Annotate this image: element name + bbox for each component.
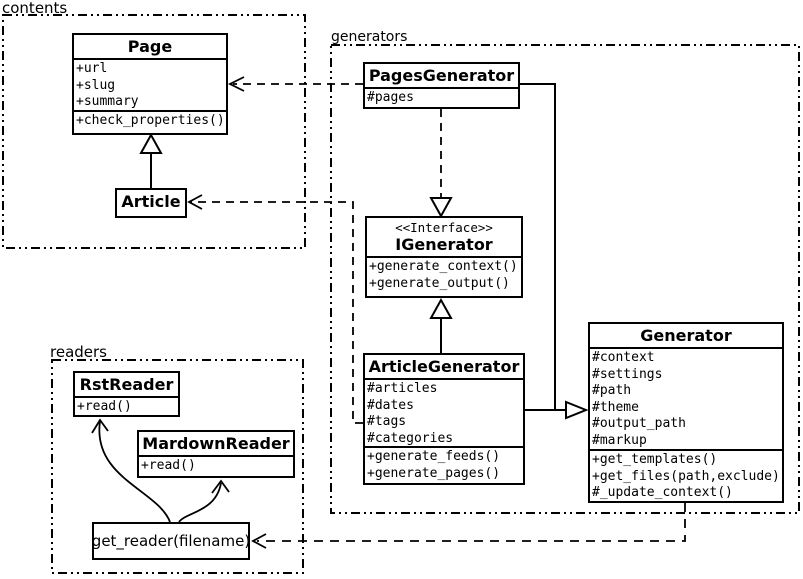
method-row: +generate_feeds() (367, 449, 501, 464)
method-row: +generate_context() (369, 259, 518, 274)
method-row: +check_properties() (76, 113, 225, 128)
class-page-attributes: +url +slug +summary (74, 60, 226, 110)
class-page-title: Page (74, 35, 226, 60)
attribute-row: #settings (592, 366, 663, 382)
method-row: +get_templates() (592, 452, 718, 467)
package-contents-border (2, 14, 306, 249)
class-rstreader-methods: +read() (75, 398, 178, 415)
dependency-generator-to-getreader (257, 503, 686, 542)
class-igenerator: <<Interface>> IGenerator +generate_conte… (365, 216, 523, 298)
class-page-methods: +check_properties() (74, 110, 226, 133)
attribute-row: +summary (76, 94, 139, 109)
class-igenerator-title: <<Interface>> IGenerator (367, 218, 521, 258)
attribute-row: #pages (367, 90, 414, 105)
class-generator-title: Generator (590, 324, 782, 349)
generalization-pagesgenerator-to-generator (520, 83, 566, 411)
attribute-row: #context (592, 350, 655, 365)
class-articlegenerator-title: ArticleGenerator (365, 355, 523, 380)
method-row: #_update_context() (592, 485, 733, 500)
class-markdownreader-title: MardownReader (139, 432, 293, 457)
interface-stereotype: <<Interface>> (395, 220, 493, 235)
attribute-row: #path (592, 383, 632, 398)
class-generator-attributes: #context #settings #path #theme #output_… (590, 349, 782, 449)
attribute-row: #markup (592, 432, 647, 448)
attribute-row: #tags (367, 414, 407, 429)
function-get-reader: get_reader(filename) (92, 522, 250, 560)
class-igenerator-methods: +generate_context() +generate_output() (367, 258, 521, 296)
class-article-title: Article (121, 192, 181, 211)
package-readers-border (51, 359, 304, 574)
attribute-row: #theme (592, 399, 639, 415)
class-markdownreader: MardownReader +read() (137, 430, 295, 478)
class-pagesgenerator: PagesGenerator #pages (363, 62, 520, 109)
package-generators-border (330, 44, 800, 514)
class-articlegenerator-methods: +generate_feeds() +generate_pages() (365, 446, 523, 483)
generalization-arrowhead-page (139, 132, 163, 154)
dependency-articlegenerator-to-article (191, 201, 363, 424)
attribute-row: #dates (367, 397, 414, 413)
class-articlegenerator: ArticleGenerator #articles #dates #tags … (363, 353, 525, 485)
class-page: Page +url +slug +summary +check_properti… (72, 33, 228, 135)
class-pagesgenerator-attributes: #pages (365, 89, 518, 107)
class-generator-methods: +get_templates() +get_files(path,exclude… (590, 449, 782, 501)
class-generator: Generator #context #settings #path #them… (588, 322, 784, 503)
method-row: +generate_output() (369, 275, 510, 291)
call-getreader-to-rstreader (98, 420, 171, 523)
generalization-arrowhead-generator (565, 400, 589, 420)
call-getreader-to-markdownreader (178, 482, 222, 523)
method-row: +get_files(path,exclude) (592, 468, 780, 484)
attribute-row: #categories (367, 430, 454, 446)
dependency-arrowhead-article (187, 194, 203, 210)
call-arrowhead-rstreader (91, 418, 109, 434)
class-igenerator-name: IGenerator (395, 235, 493, 254)
attribute-row: #articles (367, 381, 438, 396)
class-articlegenerator-attributes: #articles #dates #tags #categories (365, 380, 523, 446)
dependency-arrowhead-page (227, 76, 245, 92)
class-rstreader: RstReader +read() (73, 371, 180, 417)
class-markdownreader-methods: +read() (139, 457, 293, 476)
attribute-row: +url (76, 61, 108, 76)
method-row: +read() (141, 458, 196, 473)
class-article: Article (115, 188, 187, 218)
attribute-row: +slug (76, 77, 116, 93)
generalization-arrowhead-igenerator (429, 297, 453, 319)
package-label-generators: generators (331, 29, 408, 45)
realization-arrowhead-igenerator (429, 197, 453, 219)
class-rstreader-title: RstReader (75, 373, 178, 398)
method-row: +generate_pages() (367, 465, 501, 481)
package-label-contents: contents (2, 0, 68, 17)
method-row: +read() (77, 399, 132, 414)
dependency-arrowhead-getreader (251, 533, 267, 549)
package-label-readers: readers (50, 343, 107, 361)
class-pagesgenerator-title: PagesGenerator (365, 64, 518, 89)
attribute-row: #output_path (592, 416, 686, 431)
call-arrowhead-markdownreader (211, 479, 230, 494)
